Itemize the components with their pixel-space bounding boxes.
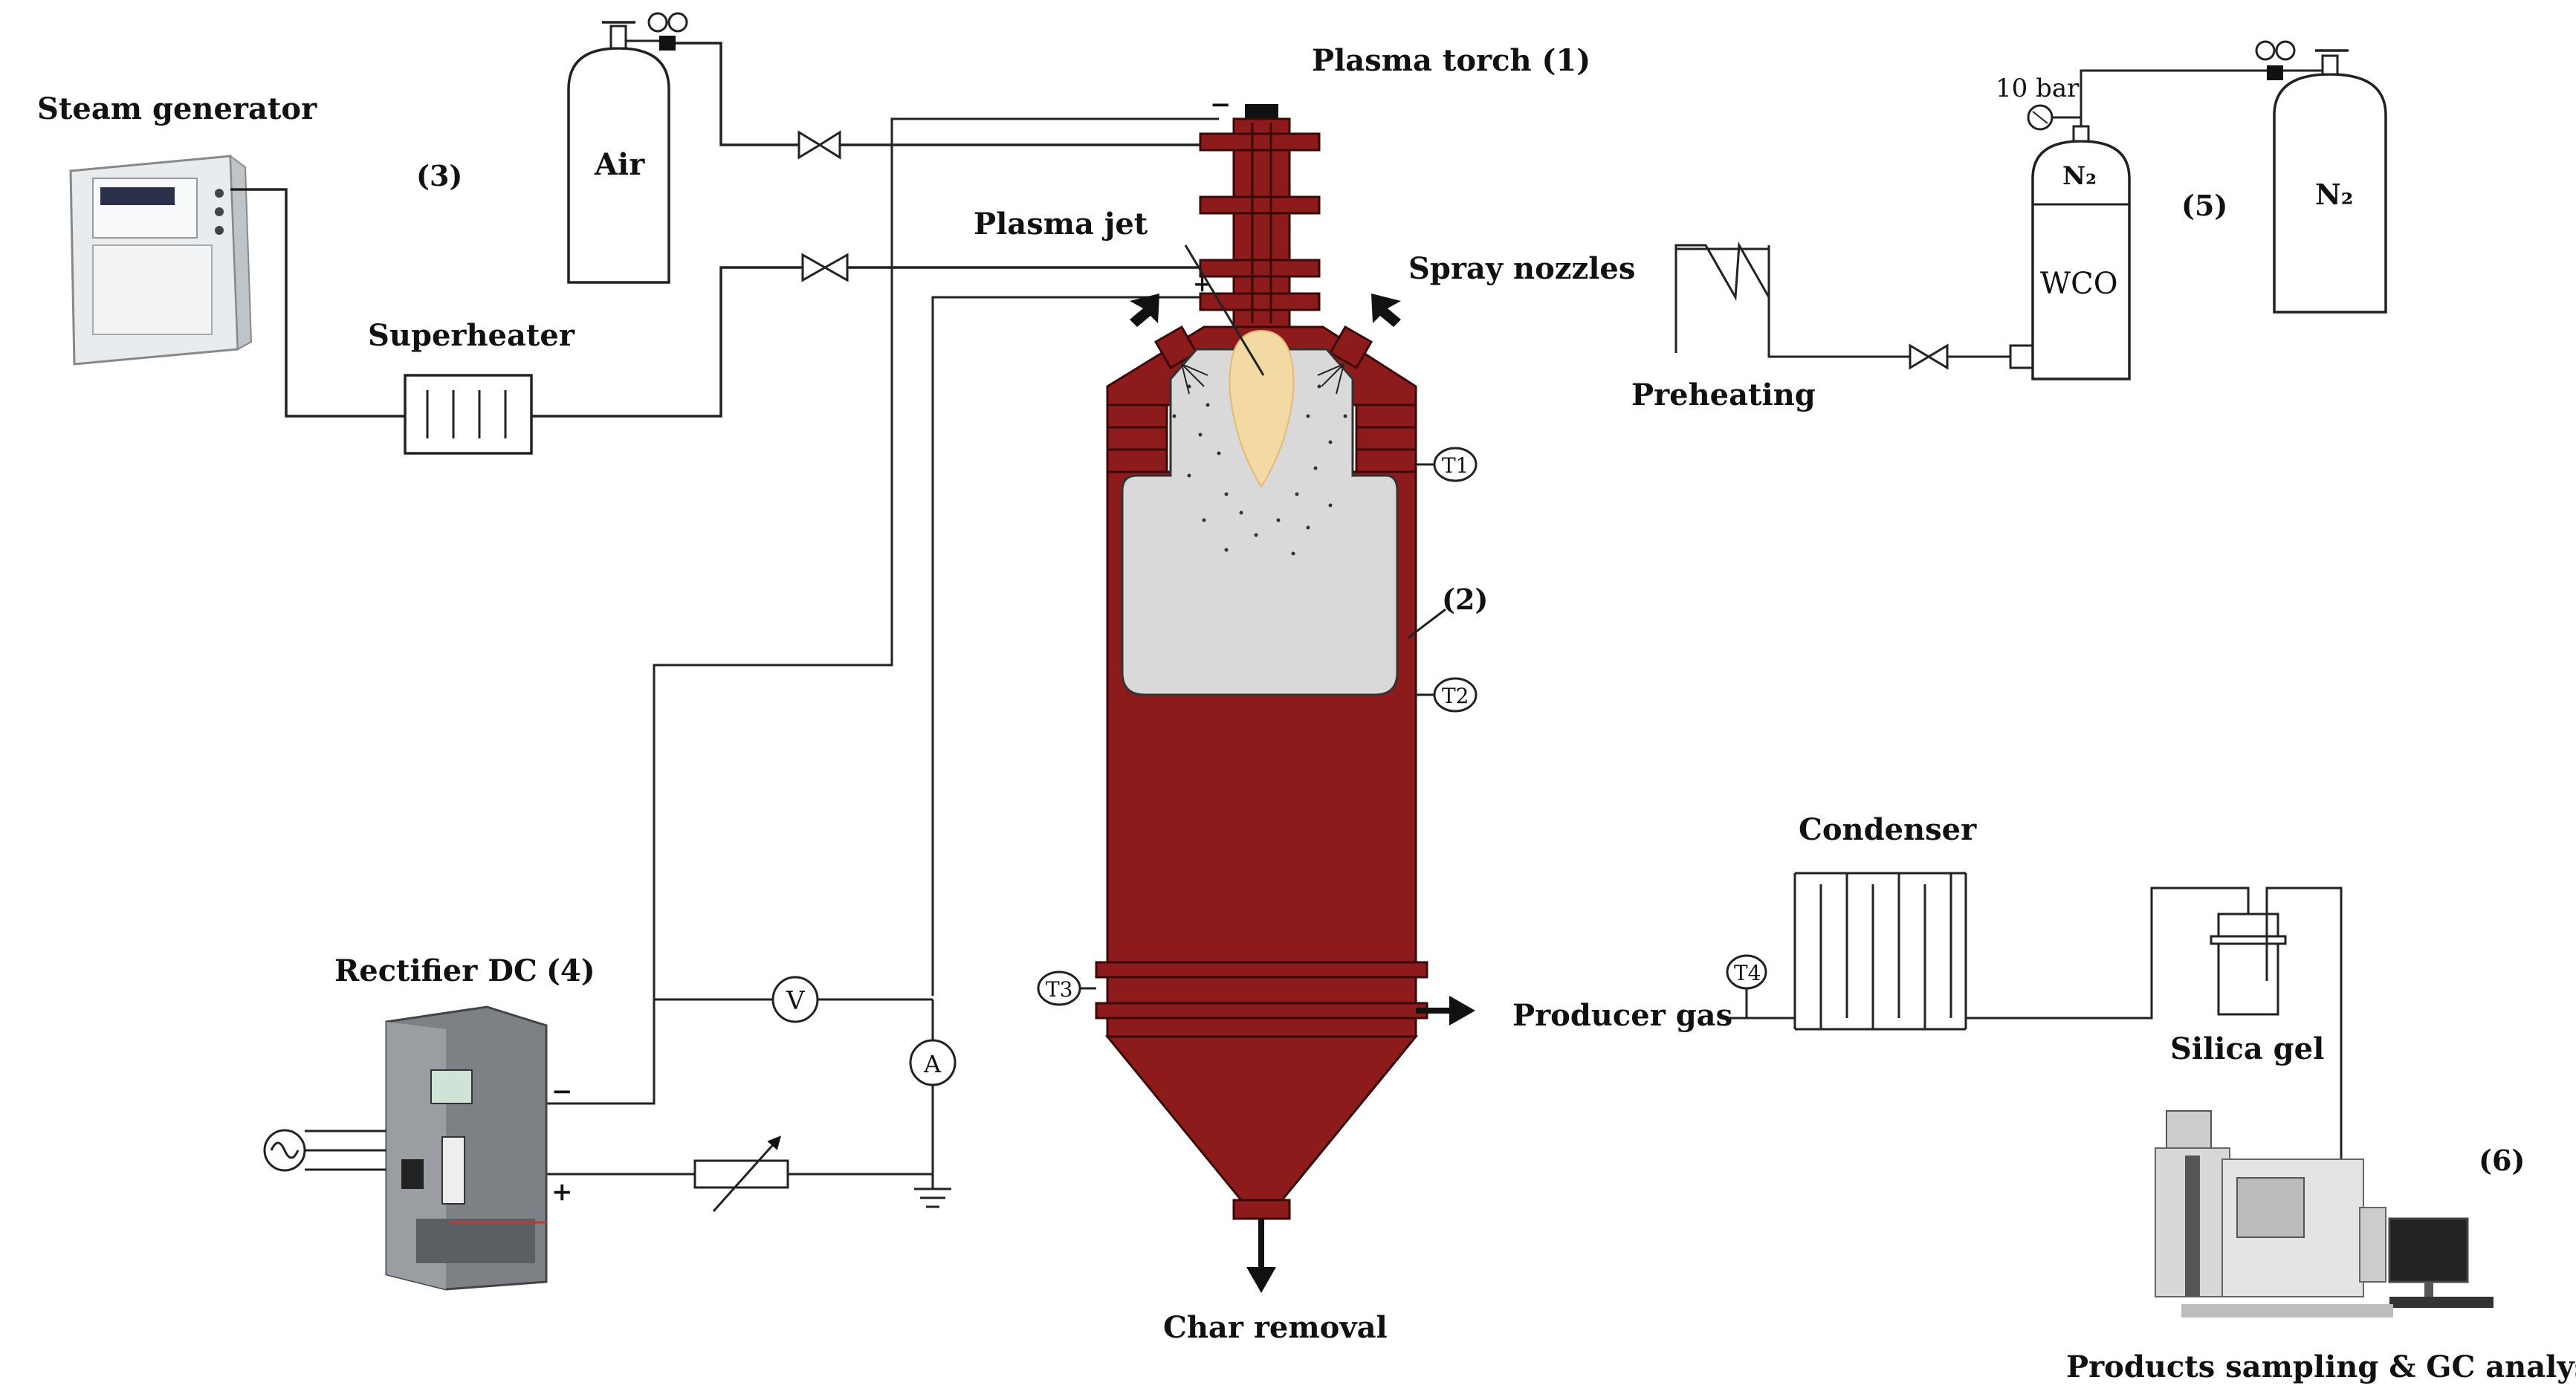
- unit-2-label: (2): [1442, 583, 1488, 616]
- voltmeter: V: [771, 976, 819, 1023]
- plasma-jet-pointer: [1184, 244, 1265, 376]
- steam-generator-label: Steam generator: [37, 91, 317, 126]
- rectifier-plus: +: [551, 1177, 573, 1207]
- gas-cylinder-icon: [567, 12, 688, 284]
- svg-text:T3: T3: [1046, 977, 1073, 1002]
- rectifier-label: Rectifier DC: [334, 953, 537, 988]
- products-label: Products sampling & GC analysis: [2066, 1349, 2576, 1384]
- unit-4-label: (4): [546, 953, 595, 988]
- preheating-coil: [1674, 241, 1910, 358]
- variable-resistor-icon: [693, 1135, 789, 1213]
- superheater: [404, 374, 533, 455]
- valve-icon[interactable]: [801, 253, 849, 282]
- rectifier-dc: [385, 1005, 548, 1291]
- svg-text:T2: T2: [1442, 684, 1469, 708]
- pressure-gauge-icon: [2027, 104, 2081, 131]
- unit-3-label: (3): [416, 159, 462, 192]
- svg-text:A: A: [923, 1050, 942, 1078]
- sensor-t2: T2: [1416, 677, 1478, 713]
- reactor: [1095, 325, 1428, 1220]
- condenser-label: Condenser: [1799, 812, 1977, 847]
- valve-icon[interactable]: [797, 130, 841, 160]
- svg-text:T4: T4: [1734, 961, 1761, 985]
- condenser: [1793, 872, 1967, 1031]
- ac-source-icon: [263, 1129, 386, 1172]
- sensor-t3: T3: [1037, 970, 1096, 1006]
- wco-label: WCO: [2040, 267, 2118, 301]
- steam-pipe: [230, 188, 405, 418]
- ammeter: A: [909, 1039, 957, 1086]
- char-removal-label: Char removal: [1163, 1310, 1388, 1345]
- torch-minus: −: [1210, 90, 1232, 120]
- svg-text:V: V: [786, 986, 806, 1016]
- spray-nozzles-label: Spray nozzles: [1408, 251, 1635, 286]
- gas-to-silica-pipe: [1966, 887, 2250, 1020]
- rectifier-minus: −: [551, 1077, 573, 1106]
- preheating-label: Preheating: [1631, 377, 1816, 412]
- superheater-label: Superheater: [368, 318, 575, 353]
- ground-icon: [914, 1187, 951, 1208]
- wco-tank: [2031, 125, 2131, 380]
- arrow-icon: [1246, 1267, 1276, 1293]
- gc-analyzer: [2155, 1110, 2494, 1318]
- n2-small-label: N₂: [2062, 161, 2097, 191]
- silica-to-gc-pipe: [2265, 887, 2343, 1159]
- plasma-torch-label: Plasma torch (1): [1312, 43, 1590, 78]
- arrow-icon: [1449, 996, 1475, 1025]
- sensor-t4: T4: [1726, 954, 1767, 1018]
- silica-gel-label: Silica gel: [2170, 1031, 2324, 1066]
- svg-text:T1: T1: [1442, 453, 1469, 478]
- negative-wire: [546, 117, 1219, 1105]
- arrow-icon: [1130, 294, 1401, 327]
- plasma-torch: [1199, 104, 1321, 328]
- air-pipe: [676, 42, 799, 146]
- unit-5-label: (5): [2181, 189, 2227, 222]
- silica-gel-trap: [2210, 913, 2287, 1016]
- unit-6-label: (6): [2479, 1144, 2525, 1177]
- positive-wire: [931, 296, 1219, 996]
- valve-icon[interactable]: [1909, 343, 1949, 370]
- n2-large-label: N₂: [2315, 178, 2353, 211]
- pressure-label: 10 bar: [1996, 74, 2080, 103]
- producer-gas-label: Producer gas: [1512, 998, 1732, 1033]
- air-label: Air: [594, 147, 645, 182]
- n2-feed-pipe: [2080, 69, 2271, 126]
- plasma-jet-label: Plasma jet: [974, 207, 1148, 242]
- gas-cylinder-icon: [2255, 40, 2387, 314]
- steam-generator: [69, 154, 253, 366]
- steam-to-torch-pipe: [531, 266, 803, 418]
- sensor-t1: T1: [1416, 447, 1478, 482]
